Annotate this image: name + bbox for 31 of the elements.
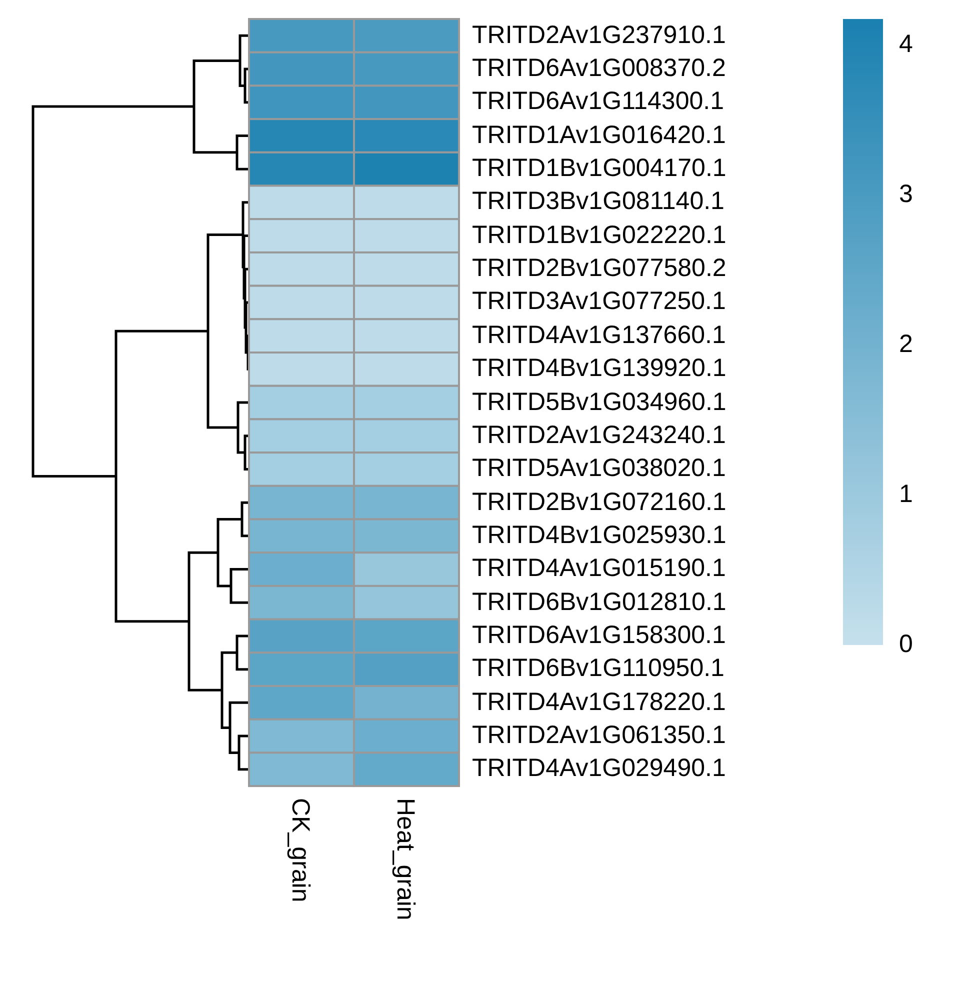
row-label: TRITD3Bv1G081140.1 [472,189,724,214]
row-label: TRITD1Bv1G004170.1 [472,156,726,182]
color-scale-bar [843,19,883,645]
row-label: TRITD6Av1G158300.1 [472,622,726,648]
column-label: Heat_grain [392,798,418,920]
row-label: TRITD4Bv1G139920.1 [472,356,726,382]
row-label: TRITD4Av1G137660.1 [472,322,726,348]
row-label: TRITD1Bv1G022220.1 [472,222,726,248]
row-label: TRITD2Av1G237910.1 [472,22,726,48]
scale-tick-label: 1 [899,482,913,507]
scale-tick-label: 4 [899,32,913,57]
scale-tick-label: 0 [899,632,913,657]
row-label: TRITD6Bv1G012810.1 [472,590,726,615]
row-label: TRITD4Av1G029490.1 [472,756,726,782]
row-label: TRITD4Av1G015190.1 [472,556,726,582]
row-label: TRITD6Av1G008370.2 [472,56,726,82]
row-label: TRITD6Av1G114300.1 [472,89,724,114]
row-label: TRITD6Bv1G110950.1 [472,656,724,682]
scale-tick-label: 2 [899,332,913,357]
row-label: TRITD2Bv1G077580.2 [472,256,726,282]
row-label: TRITD2Av1G243240.1 [472,422,726,448]
column-label: CK_grain [288,798,312,902]
row-label: TRITD5Av1G038020.1 [472,456,726,482]
row-label: TRITD4Av1G178220.1 [472,690,726,715]
row-label: TRITD2Bv1G072160.1 [472,490,726,515]
row-label: TRITD3Av1G077250.1 [472,289,726,314]
row-label: TRITD1Av1G016420.1 [472,122,726,148]
scale-tick-label: 3 [899,182,913,207]
row-label: TRITD2Av1G061350.1 [472,723,726,748]
row-label: TRITD4Bv1G025930.1 [472,522,726,548]
row-label: TRITD5Bv1G034960.1 [472,390,726,415]
